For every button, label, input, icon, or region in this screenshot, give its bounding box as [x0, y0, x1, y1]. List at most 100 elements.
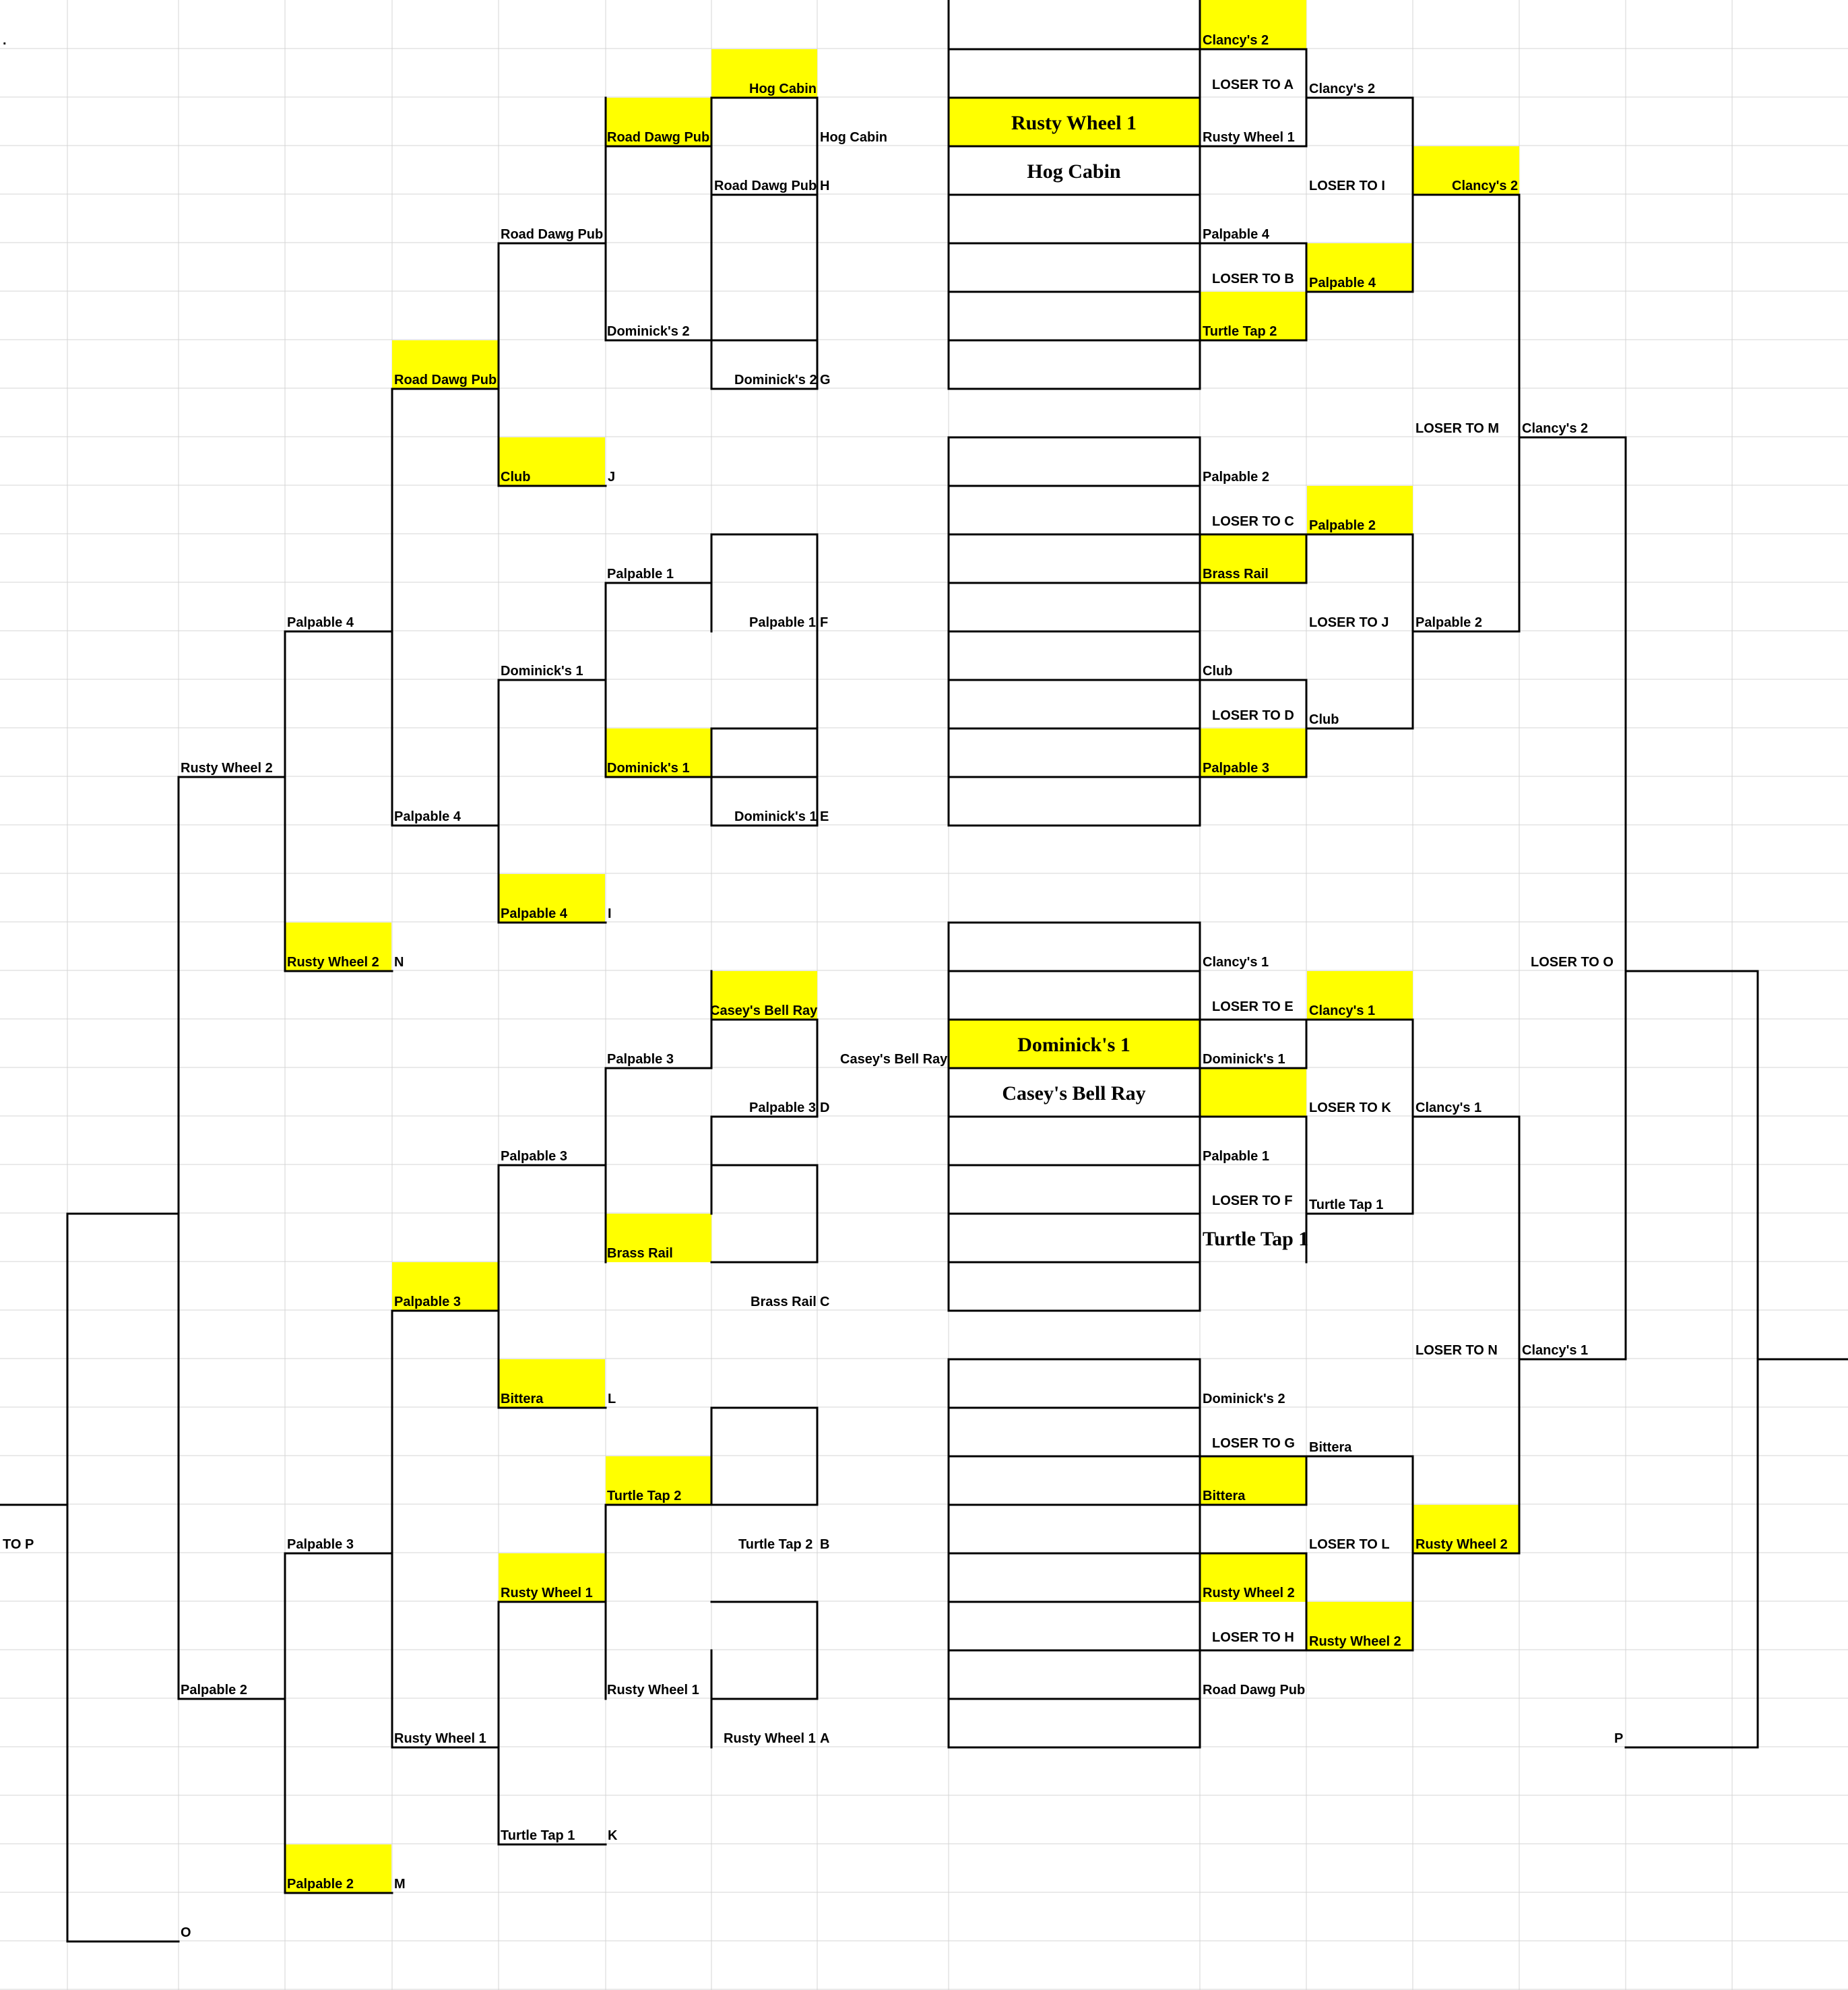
bracket-letter: F: [820, 615, 828, 630]
highlight-cell: [1413, 146, 1519, 195]
team-label: Palpable 4: [1309, 276, 1376, 290]
team-label: Clancy's 2: [1452, 179, 1518, 193]
bracket-label: TO P: [3, 1537, 34, 1552]
highlight-cell: [606, 1456, 711, 1505]
bracket-connector: [710, 727, 819, 778]
center-team: Dominick's 1: [1017, 1034, 1130, 1056]
loser-label: LOSER TO J: [1309, 615, 1389, 630]
team-label: Clancy's 1: [1415, 1100, 1481, 1115]
bracket-connector: [497, 242, 607, 487]
bracket-connector: [66, 1212, 180, 1943]
highlight-cell: [285, 1844, 391, 1893]
team-label: Rusty Wheel 2: [181, 761, 273, 776]
bracket-connector: [1518, 436, 1627, 1361]
bracket-connector: [1199, 533, 1308, 584]
bracket-connector: [177, 776, 286, 1700]
loser-label: LOSER TO F: [1212, 1193, 1293, 1208]
bracket-letter: P: [1614, 1731, 1623, 1746]
team-label: Palpable 4: [1203, 227, 1270, 242]
bracket-letter: C: [820, 1295, 829, 1309]
team-label: Casey's Bell Ray: [840, 1052, 948, 1067]
team-label: Palpable 1: [749, 615, 816, 630]
team-label: Dominick's 2: [1203, 1392, 1285, 1406]
bracket-connector: [710, 1164, 819, 1264]
team-label: Turtle Tap 2: [738, 1537, 813, 1552]
bracket-letter: J: [608, 470, 615, 485]
team-label: Hog Cabin: [749, 82, 817, 96]
highlight-cell: [1307, 1602, 1413, 1650]
team-label: Clancy's 1: [1522, 1343, 1588, 1358]
team-label: Palpable 1: [1203, 1149, 1269, 1164]
center-team: Casey's Bell Ray: [1002, 1082, 1145, 1105]
team-label: Rusty Wheel 2: [1309, 1634, 1401, 1649]
team-label: Rusty Wheel 2: [1203, 1586, 1295, 1600]
team-label: Rusty Wheel 1: [724, 1731, 816, 1746]
team-label: Dominick's 2: [734, 373, 817, 387]
bracket-connector: [1199, 242, 1308, 342]
highlight-cell: [1201, 1553, 1306, 1602]
team-label: Rusty Wheel 1: [1203, 130, 1295, 145]
highlight-cell: [949, 98, 1200, 146]
highlight-cell: [392, 1262, 498, 1311]
team-label: Clancy's 1: [1203, 955, 1269, 970]
team-label: Palpable 4: [501, 906, 568, 921]
team-label: Palpable 3: [607, 1052, 674, 1067]
bracket-connector: [284, 630, 393, 972]
highlight-cell: [949, 1020, 1200, 1068]
bracket-letter: B: [820, 1537, 829, 1552]
highlight-cell: [1201, 534, 1306, 583]
bracket-connector: [710, 1406, 819, 1506]
team-label: Clancy's 2: [1203, 33, 1269, 48]
loser-label: LOSER TO I: [1309, 179, 1385, 193]
team-label: Casey's Bell Ray: [710, 1003, 818, 1018]
team-label: Palpable 2: [287, 1877, 354, 1892]
bracket-connector: [1411, 193, 1521, 633]
team-label: Rusty Wheel 2: [1415, 1537, 1508, 1552]
bracket-connector: [1199, 1018, 1308, 1069]
team-label: Dominick's 1: [1203, 1052, 1285, 1067]
loser-label: LOSER TO H: [1212, 1630, 1294, 1645]
highlight-cell: [1201, 0, 1306, 49]
team-label: Clancy's 2: [1309, 82, 1375, 96]
bracket-connector: [284, 1552, 393, 1894]
bracket-connector: [497, 1600, 607, 1846]
bracket-lines: [0, 0, 1848, 1943]
team-label: Club: [501, 470, 530, 485]
loser-label: LOSER TO L: [1309, 1537, 1390, 1552]
team-label: Palpable 4: [287, 615, 354, 630]
team-label: Rusty Wheel 1: [501, 1586, 593, 1600]
team-label: Road Dawg Pub: [714, 179, 817, 193]
corner-mark: .: [3, 33, 7, 48]
bracket-labels: . Rusty Wheel 1 A Turtle Tap 2 B Brass R…: [3, 33, 1623, 1940]
team-label: Palpable 2: [1415, 615, 1482, 630]
team-label: Turtle Tap 1: [1309, 1198, 1383, 1212]
team-label: Bittera: [1203, 1489, 1246, 1503]
team-label: Palpable 3: [394, 1295, 461, 1309]
bracket-connector: [1199, 1552, 1308, 1652]
loser-label: LOSER TO G: [1212, 1436, 1295, 1451]
team-label: Palpable 3: [501, 1149, 567, 1164]
highlight-cell: [392, 340, 498, 389]
bracket-letter: H: [820, 179, 829, 193]
loser-label: LOSER TO E: [1212, 999, 1294, 1014]
team-label: Road Dawg Pub: [501, 227, 603, 242]
bracket-connector: [497, 1164, 607, 1409]
highlight-cell: [1201, 1456, 1306, 1505]
team-label: Palpable 2: [1309, 518, 1376, 533]
bracket-letter: O: [181, 1925, 191, 1940]
bracket-connector: [604, 145, 713, 342]
loser-label: LOSER TO M: [1415, 421, 1499, 436]
team-label: Palpable 3: [1203, 761, 1269, 776]
team-label: Clancy's 1: [1309, 1003, 1375, 1018]
loser-label: LOSER TO N: [1415, 1343, 1498, 1358]
team-label: Palpable 3: [749, 1100, 816, 1115]
highlight-cell: [1307, 243, 1413, 292]
team-label: Rusty Wheel 1: [607, 1683, 699, 1698]
team-label: Road Dawg Pub: [394, 373, 497, 387]
highlight-cell: [1307, 486, 1413, 534]
highlight-cell: [1413, 1505, 1519, 1553]
bracket-letter: L: [608, 1392, 616, 1406]
team-label: Rusty Wheel 1: [394, 1731, 486, 1746]
loser-label: LOSER TO K: [1309, 1100, 1391, 1115]
